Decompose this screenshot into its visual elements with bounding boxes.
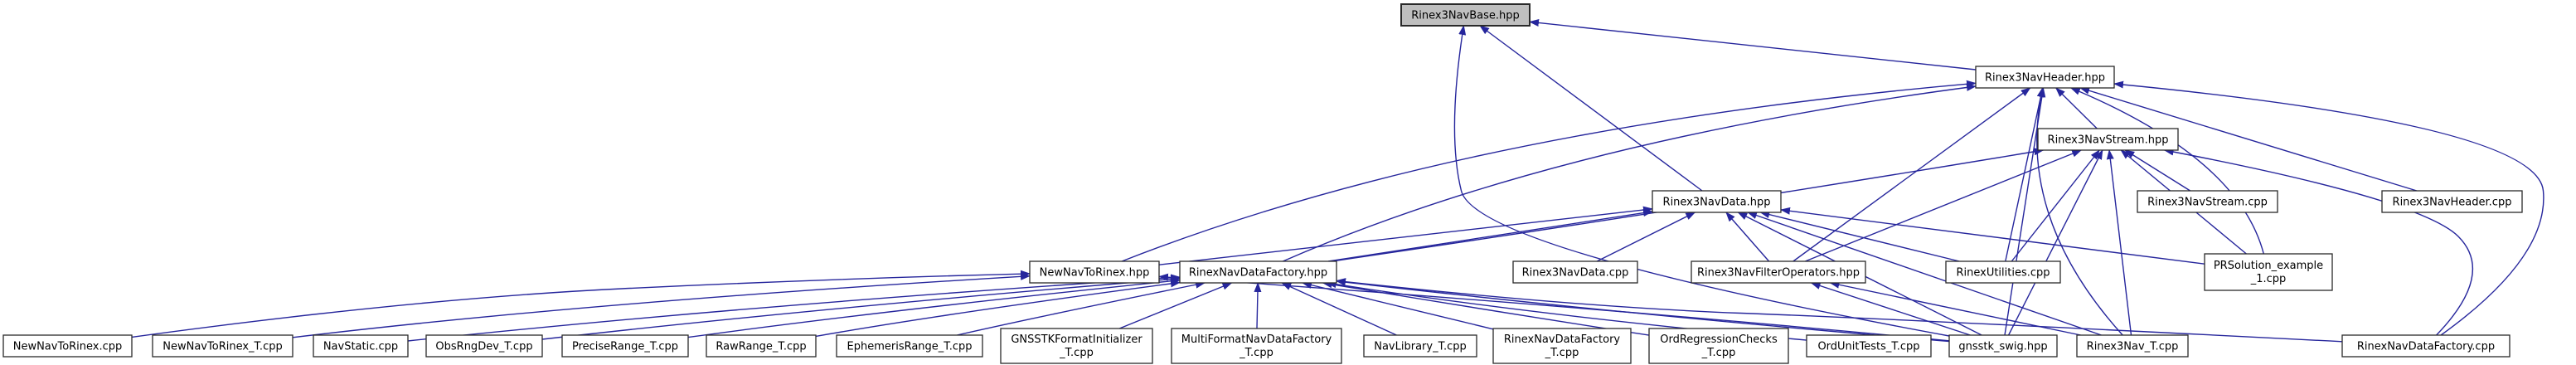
- edge-data_cpp-to-data_hpp: [1596, 212, 1696, 262]
- node-navstatic_cpp[interactable]: NavStatic.cpp: [313, 334, 409, 358]
- node-box[interactable]: [1029, 260, 1160, 284]
- edge-rinex3nav_t_cpp-to-data_hpp: [1747, 212, 2102, 336]
- edge-header_cpp-to-header_hpp: [2079, 86, 2418, 192]
- node-stream_hpp[interactable]: Rinex3NavStream.hpp: [2037, 128, 2179, 151]
- node-box[interactable]: [2076, 334, 2189, 358]
- edge-stream_hpp-to-header_hpp: [2054, 87, 2098, 129]
- node-preciserange_t_cpp[interactable]: PreciseRange_T.cpp: [561, 334, 689, 358]
- edge-nntr_t_cpp-to-nntr_hpp: [292, 272, 1031, 338]
- edge-ephemerisrange_t_cpp-to-factory_hpp: [957, 280, 1206, 336]
- node-multiformat_t_cpp[interactable]: MultiFormatNavDataFactory_T.cpp: [1171, 328, 1342, 364]
- node-factory_cpp[interactable]: RinexNavDataFactory.cpp: [2341, 334, 2511, 358]
- node-nntr_hpp[interactable]: NewNavToRinex.hpp: [1029, 260, 1160, 284]
- edge-rinex3nav_t_cpp-to-stream_hpp: [2106, 149, 2132, 336]
- node-rinex3nav_t_cpp[interactable]: Rinex3Nav_T.cpp: [2076, 334, 2189, 358]
- node-box[interactable]: [2204, 253, 2333, 291]
- node-box[interactable]: [706, 334, 817, 358]
- node-factory_t_cpp[interactable]: RinexNavDataFactory_T.cpp: [1492, 328, 1632, 364]
- node-factory_hpp[interactable]: RinexNavDataFactory.hpp: [1179, 260, 1337, 284]
- edge-factory_hpp-to-data_hpp: [1327, 209, 1653, 262]
- node-nntr_t_cpp[interactable]: NewNavToRinex_T.cpp: [152, 334, 293, 358]
- edge-rawrange_t_cpp-to-factory_hpp: [815, 280, 1181, 338]
- node-box[interactable]: [1400, 3, 1531, 27]
- node-box[interactable]: [561, 334, 689, 358]
- edge-filterops_hpp-to-data_hpp: [1725, 212, 1770, 262]
- node-box[interactable]: [152, 334, 293, 358]
- node-box[interactable]: [2341, 334, 2511, 358]
- edge-factory_cpp-to-factory_hpp: [1336, 278, 2343, 343]
- node-prsolution_cpp[interactable]: PRSolution_example_1.cpp: [2204, 253, 2333, 291]
- edge-gnsstk_swig_hpp-to-nntr_hpp: [1158, 273, 1950, 342]
- edge-gnsstk_swig_hpp-to-filterops_hpp: [1810, 282, 1971, 336]
- edge-obsrngdev_t_cpp-to-factory_hpp: [541, 275, 1181, 340]
- node-box[interactable]: [1652, 190, 1782, 213]
- edge-gnsstk_swig_hpp-to-stream_hpp: [2007, 149, 2103, 336]
- edge-nntr_cpp-to-nntr_hpp: [131, 270, 1031, 338]
- edge-multiformat_t_cpp-to-factory_hpp: [1254, 282, 1262, 329]
- edge-utilities_cpp-to-header_hpp: [2005, 87, 2045, 262]
- edge-utilities_cpp-to-stream_hpp: [2011, 149, 2100, 262]
- edge-header_hpp-to-base: [1529, 18, 1977, 71]
- node-box[interactable]: [1179, 260, 1337, 284]
- edge-prsolution_cpp-to-data_hpp: [1780, 207, 2205, 265]
- edge-nntr_hpp-to-header_hpp: [1121, 80, 1977, 262]
- node-box[interactable]: [836, 334, 983, 358]
- node-box[interactable]: [1363, 334, 1477, 358]
- node-rawrange_t_cpp[interactable]: RawRange_T.cpp: [706, 334, 817, 358]
- edge-preciserange_t_cpp-to-factory_hpp: [687, 277, 1181, 338]
- node-filterops_hpp[interactable]: Rinex3NavFilterOperators.hpp: [1691, 260, 1866, 284]
- edge-utilities_cpp-to-data_hpp: [1759, 211, 1960, 262]
- edge-factory_t_cpp-to-factory_hpp: [1302, 281, 1494, 330]
- edge-gnsstk_swig_hpp-to-factory_hpp: [1336, 278, 1950, 343]
- node-data_hpp[interactable]: Rinex3NavData.hpp: [1652, 190, 1782, 213]
- edge-prsolution_cpp-to-header_hpp: [2069, 87, 2264, 255]
- edge-gnsstk_swig_hpp-to-base: [1453, 25, 1950, 337]
- node-header_cpp[interactable]: Rinex3NavHeader.cpp: [2381, 190, 2523, 213]
- node-box[interactable]: [1945, 260, 2061, 284]
- node-box[interactable]: [425, 334, 543, 358]
- node-obsrngdev_t_cpp[interactable]: ObsRngDev_T.cpp: [425, 334, 543, 358]
- node-data_cpp[interactable]: Rinex3NavData.cpp: [1512, 260, 1638, 284]
- node-gnsstkformatinit_t_cpp[interactable]: GNSSTKFormatInitializer_T.cpp: [1000, 328, 1153, 364]
- node-stream_cpp[interactable]: Rinex3NavStream.cpp: [2137, 190, 2278, 213]
- edge-filterops_hpp-to-header_hpp: [1793, 87, 2031, 262]
- node-box[interactable]: [1975, 66, 2115, 89]
- edge-data_hpp-to-base: [1479, 25, 1703, 192]
- edge-rinex3nav_t_cpp-to-filterops_hpp: [1829, 280, 2081, 336]
- node-box[interactable]: [1648, 328, 1789, 364]
- node-ephemerisrange_t_cpp[interactable]: EphemerisRange_T.cpp: [836, 334, 983, 358]
- node-box[interactable]: [313, 334, 409, 358]
- edge-factory_cpp-to-header_hpp: [2113, 80, 2544, 336]
- node-box[interactable]: [2037, 128, 2179, 151]
- node-gnsstk_swig_hpp[interactable]: gnsstk_swig.hpp: [1948, 334, 2058, 358]
- edge-factory_hpp-to-header_hpp: [1283, 83, 1977, 262]
- node-ordunittests_t_cpp[interactable]: OrdUnitTests_T.cpp: [1806, 334, 1932, 358]
- node-box[interactable]: [2, 334, 133, 358]
- edge-navlibrary_t_cpp-to-factory_hpp: [1281, 282, 1397, 336]
- node-base[interactable]: Rinex3NavBase.hpp: [1400, 3, 1531, 27]
- node-box[interactable]: [2137, 190, 2278, 213]
- node-utilities_cpp[interactable]: RinexUtilities.cpp: [1945, 260, 2061, 284]
- node-box[interactable]: [1492, 328, 1632, 364]
- edge-stream_cpp-to-stream_hpp: [2124, 149, 2191, 192]
- node-box[interactable]: [1806, 334, 1932, 358]
- node-navlibrary_t_cpp[interactable]: NavLibrary_T.cpp: [1363, 334, 1477, 358]
- edge-nntr_hpp-to-data_hpp: [1158, 206, 1653, 265]
- edge-filterops_hpp-to-stream_hpp: [1805, 149, 2083, 262]
- node-header_hpp[interactable]: Rinex3NavHeader.hpp: [1975, 66, 2115, 89]
- edge-navstatic_cpp-to-factory_hpp: [407, 274, 1181, 342]
- node-nntr_cpp[interactable]: NewNavToRinex.cpp: [2, 334, 133, 358]
- node-box[interactable]: [1000, 328, 1153, 364]
- edge-factory_cpp-to-stream_hpp: [2163, 148, 2474, 336]
- node-box[interactable]: [1512, 260, 1638, 284]
- node-ordregression_t_cpp[interactable]: OrdRegressionChecks_T.cpp: [1648, 328, 1789, 364]
- node-box[interactable]: [1691, 260, 1866, 284]
- edge-gnsstkformatinit_t_cpp-to-factory_hpp: [1118, 282, 1233, 329]
- node-box[interactable]: [1948, 334, 2058, 358]
- node-box[interactable]: [1171, 328, 1342, 364]
- node-box[interactable]: [2381, 190, 2523, 213]
